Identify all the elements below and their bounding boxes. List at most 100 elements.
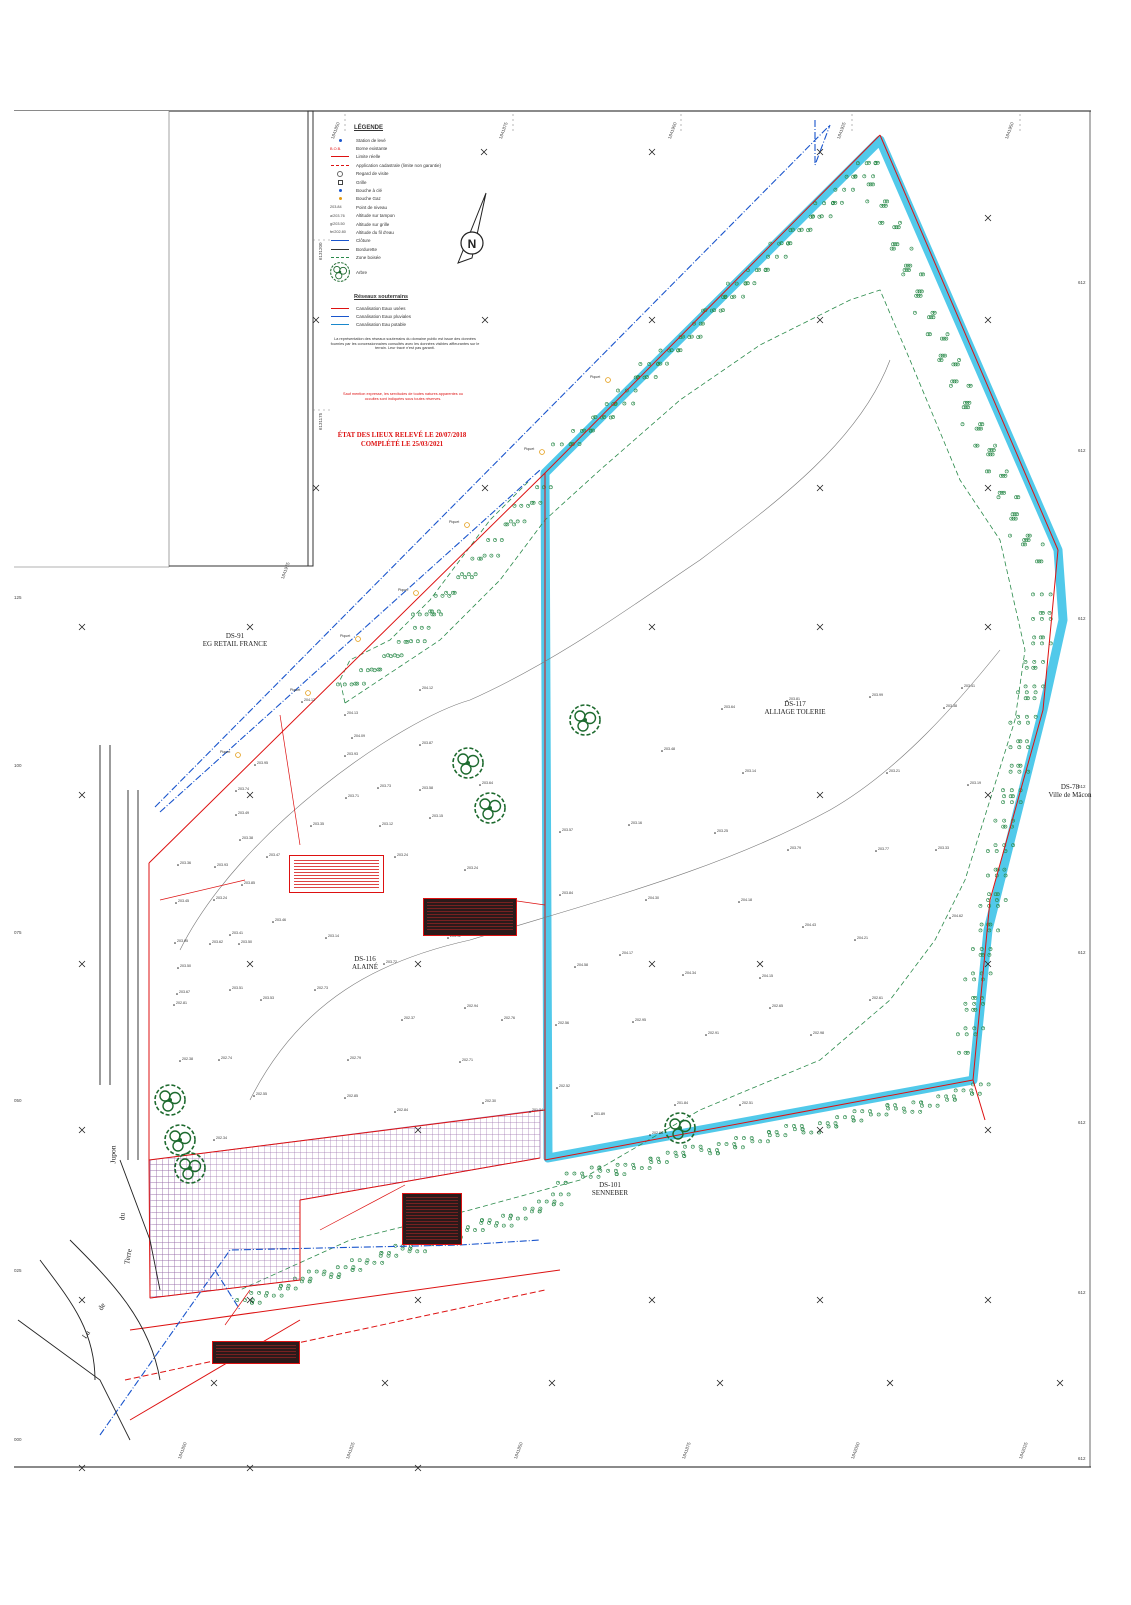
- elevation-point: 203.38: [239, 836, 253, 841]
- wood-dot: [1007, 533, 1013, 538]
- wood-dot: [775, 1133, 780, 1138]
- wood-dot: [558, 1192, 563, 1197]
- elevation-label: 204.12: [422, 686, 433, 690]
- wood-dot: [361, 681, 367, 686]
- elevation-label: 203.74: [238, 787, 249, 791]
- wood-dot: [964, 1007, 969, 1012]
- elevation-point: 204.12: [419, 686, 433, 691]
- wood-dot: [423, 1249, 428, 1254]
- network-item: Canalisation Eaux usées: [330, 304, 480, 312]
- wood-dot: [950, 379, 955, 384]
- wood-dot: [1032, 659, 1037, 664]
- elevation-point: 203.21: [886, 769, 900, 774]
- wood-dot: [842, 187, 847, 192]
- wood-dot: [564, 1171, 569, 1176]
- wood-dot: [893, 1103, 898, 1108]
- elevation-point: 203.93: [214, 863, 228, 868]
- wood-dot: [969, 1088, 974, 1093]
- wood-dot: [799, 1123, 804, 1128]
- picket-label: Piquet: [524, 447, 534, 451]
- wood-dot: [741, 1135, 746, 1141]
- elevation-point: 204.62: [949, 914, 963, 919]
- grid-label-left-edge: 050: [14, 1098, 22, 1103]
- elevation-point: 203.38: [943, 704, 957, 709]
- wood-dot: [1040, 542, 1045, 547]
- wood-dot: [1017, 769, 1022, 774]
- wood-dot: [911, 1100, 916, 1105]
- network-label: Canalisation Eaux usées: [356, 305, 406, 311]
- cross-mark: [246, 1296, 254, 1304]
- wood-dot: [961, 1088, 966, 1093]
- elevation-point: 203.50: [238, 940, 252, 945]
- wood-dot: [912, 310, 917, 315]
- legend-label: Clôture: [356, 238, 371, 244]
- elevation-point: 204.43: [802, 923, 816, 928]
- elevation-point: 202.34: [213, 1136, 227, 1141]
- wood-dot: [1009, 800, 1014, 805]
- network-label: Canalisation Eau potable: [356, 322, 407, 328]
- elevation-point: 203.64: [479, 781, 493, 786]
- wood-dot: [501, 1213, 506, 1218]
- grid-label-right-edge: 612: [1078, 616, 1086, 621]
- wood-dot: [720, 308, 726, 313]
- wood-dot: [1003, 824, 1008, 829]
- wood-dot: [548, 485, 553, 490]
- wood-dot: [382, 654, 387, 659]
- wood-dot: [758, 1139, 763, 1144]
- elevation-label: 203.24: [216, 896, 227, 900]
- picket-marker: Piquet: [449, 520, 470, 528]
- wood-dot: [951, 1094, 956, 1099]
- parcel-id: DS-116: [354, 955, 376, 963]
- wood-dot: [707, 1147, 712, 1153]
- wood-dot: [658, 348, 663, 353]
- wood-dot: [938, 353, 943, 358]
- wood-dot: [1048, 592, 1053, 597]
- wood-dot: [489, 553, 494, 558]
- wood-dot: [767, 1133, 772, 1138]
- elevation-label: 204.30: [648, 896, 659, 900]
- wood-dot: [963, 977, 968, 982]
- elevation-label: 202.79: [350, 1056, 361, 1060]
- wood-dot: [868, 1109, 873, 1114]
- elevation-point: 203.50: [177, 964, 191, 969]
- elevation-point: 203.99: [869, 693, 883, 698]
- cross-mark: [414, 1464, 422, 1472]
- elevation-label: 204.17: [622, 951, 633, 955]
- legend-symbol-icon: [330, 188, 350, 194]
- elevation-label: 203.93: [347, 752, 358, 756]
- elevation-point: 202.91: [705, 1031, 719, 1036]
- legend-code: a/203.76: [330, 213, 345, 218]
- wood-dot: [993, 843, 998, 848]
- legend-label: Grille: [356, 179, 367, 185]
- wood-dot: [235, 1297, 240, 1303]
- wood-dot: [365, 668, 370, 673]
- cross-mark: [984, 484, 992, 492]
- wood-dot: [376, 667, 381, 672]
- wood-dot: [690, 1144, 695, 1149]
- elevation-point: 203.45: [175, 899, 189, 904]
- wood-dot: [1008, 720, 1013, 725]
- elevation-point: 203.85: [241, 881, 255, 886]
- wood-dot: [964, 1032, 969, 1037]
- elevation-label: 202.76: [504, 1016, 515, 1020]
- cross-mark: [984, 623, 992, 631]
- elevation-point: 204.18: [738, 898, 752, 903]
- wood-dot: [752, 281, 757, 286]
- elevation-label: 203.49: [238, 811, 249, 815]
- wood-dot: [859, 1118, 864, 1123]
- elevation-label: 202.74: [221, 1056, 232, 1060]
- wood-dot: [1009, 763, 1014, 768]
- grid-label-left-edge: 125: [14, 595, 22, 600]
- wood-dot: [1032, 696, 1037, 701]
- elevation-point: 202.98: [810, 1031, 824, 1036]
- wood-dot: [963, 1026, 968, 1031]
- elevation-label: 202.71: [462, 1058, 473, 1062]
- wood-dot: [529, 500, 534, 505]
- wood-dot: [1002, 818, 1007, 823]
- elevation-label: 202.61: [872, 996, 883, 1000]
- wood-dot: [482, 553, 487, 558]
- elevation-label: 204.34: [685, 971, 696, 975]
- wood-dot: [349, 1258, 354, 1263]
